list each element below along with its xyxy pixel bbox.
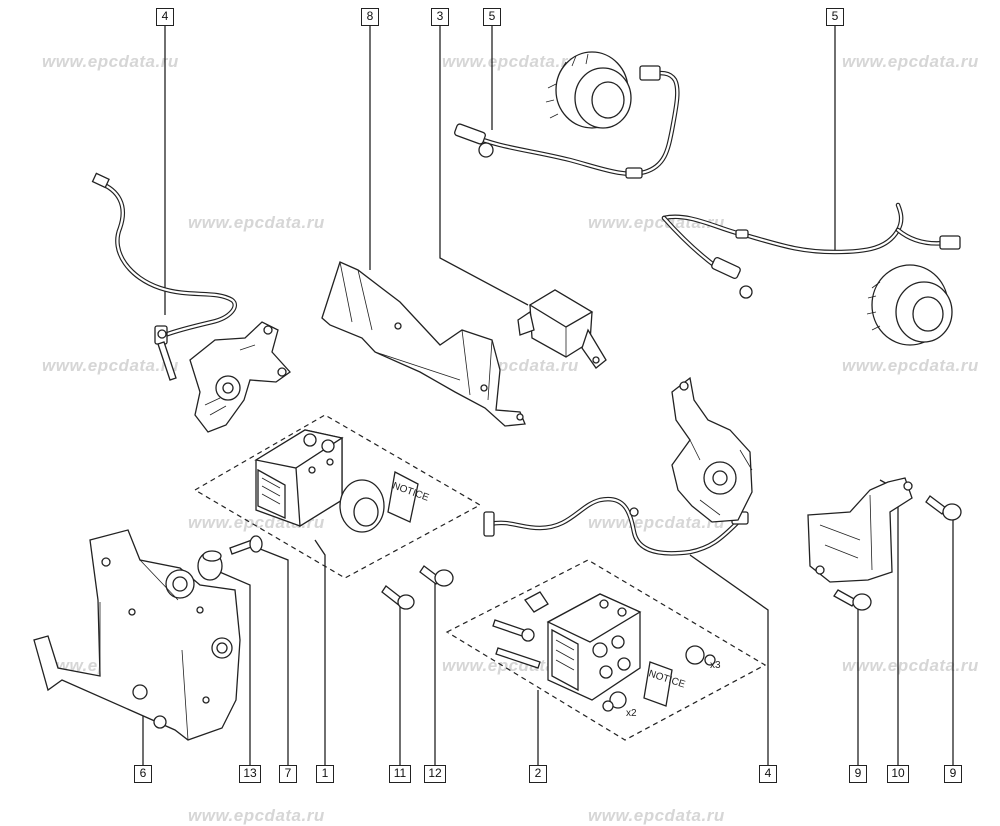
watermark: www.epcdata.ru	[588, 513, 725, 532]
tone-ring-right	[866, 264, 953, 346]
screw-9-bottom	[833, 589, 872, 611]
steering-knuckle-right	[671, 376, 753, 523]
watermark: www.epcdata.ru	[842, 52, 979, 71]
callout-4-top: 4	[156, 8, 174, 26]
callout-11: 11	[389, 765, 411, 783]
callout-1: 1	[316, 765, 334, 783]
watermark: www.epcdata.ru	[188, 213, 325, 232]
callout-3: 3	[431, 8, 449, 26]
abs-modulator-kit: NOTICE x3 x2	[492, 591, 721, 719]
screw-12	[419, 565, 454, 587]
leader-lines	[142, 25, 954, 765]
callout-10: 10	[887, 765, 909, 783]
watermark: www.epcdata.ru	[42, 356, 179, 375]
callout-4-bottom: 4	[759, 765, 777, 783]
wheel-speed-sensor-rear	[661, 202, 961, 299]
sensor-bracket-10	[807, 477, 913, 583]
abs-control-module	[517, 289, 607, 369]
steering-knuckle-left	[189, 321, 291, 433]
callout-9-left: 9	[849, 765, 867, 783]
watermark: www.epcdata.ru	[42, 52, 179, 71]
mounting-stud	[229, 535, 263, 555]
callout-5-right: 5	[826, 8, 844, 26]
watermark: www.epcdata.ru	[442, 52, 579, 71]
wheel-speed-sensor-front-left	[91, 172, 237, 381]
callout-13: 13	[239, 765, 261, 783]
watermark: www.epcdata.ru	[442, 656, 579, 675]
callout-9-right: 9	[944, 765, 962, 783]
quantity-label-x2: x2	[626, 708, 637, 719]
callout-7: 7	[279, 765, 297, 783]
tone-ring-top	[545, 51, 632, 129]
screw-11	[381, 585, 415, 610]
rubber-grommet	[197, 550, 223, 581]
callout-2: 2	[529, 765, 547, 783]
callout-5-center: 5	[483, 8, 501, 26]
wheel-speed-sensor-front-right	[454, 65, 680, 179]
callout-12: 12	[424, 765, 446, 783]
callout-8: 8	[361, 8, 379, 26]
abs-hydraulic-unit: NOTICE	[254, 429, 431, 533]
kit-outline-2	[445, 559, 767, 741]
screw-9-top	[925, 495, 962, 521]
watermark: www.epcdata.ru	[842, 356, 979, 375]
abs-mounting-bracket	[33, 529, 241, 741]
kit-outline-1	[193, 414, 482, 579]
quantity-label-x3: x3	[710, 660, 721, 671]
watermark: www.epcdata.ru	[842, 656, 979, 675]
abs-bracket-cover	[321, 261, 526, 427]
callout-6: 6	[134, 765, 152, 783]
